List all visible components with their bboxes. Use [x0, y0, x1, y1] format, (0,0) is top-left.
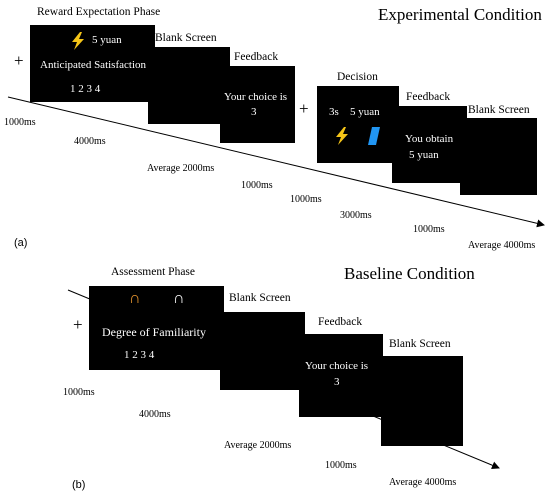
feedback-1-line1: Your choice is — [224, 91, 288, 103]
timing-label: Average 2000ms — [224, 440, 292, 451]
second-fixation-cross: + — [299, 99, 309, 118]
blank-screen-1 — [148, 47, 230, 124]
rating-scale: 1 2 3 4 — [70, 83, 101, 95]
feedback-b-label: Feedback — [318, 316, 363, 328]
assessment-phase-label: Assessment Phase — [111, 266, 196, 278]
panel-b-letter: (b) — [72, 479, 86, 491]
timing-label: 1000ms — [290, 194, 322, 205]
panel-a-letter: (a) — [14, 237, 28, 249]
feedback-b-line2: 3 — [334, 376, 340, 388]
blank-screen-2 — [460, 118, 537, 195]
decision-timer: 3s — [329, 106, 339, 118]
blank-screen-b1-label: Blank Screen — [229, 292, 291, 304]
timing-label: 4000ms — [74, 136, 106, 147]
blue-bar-icon — [368, 127, 380, 145]
feedback-screen-b: Your choice is 3 — [299, 334, 383, 417]
feedback-screen-2: You obtain 5 yuan — [392, 106, 467, 183]
feedback-screen-1: Your choice is 3 — [220, 66, 295, 143]
lightning-bolt-icon — [72, 32, 84, 50]
blank-screen-2-label: Blank Screen — [468, 104, 530, 116]
rating-scale: 1 2 3 4 — [124, 349, 155, 361]
reward-expectation-screen: 5 yuan Anticipated Satisfaction 1 2 3 4 — [30, 25, 155, 102]
decision-label: Decision — [337, 71, 378, 83]
timing-label: 1000ms — [241, 180, 273, 191]
white-symbol: ∩ — [173, 290, 185, 307]
feedback-1-line2: 3 — [251, 106, 257, 118]
decision-screen: 3s 5 yuan — [317, 86, 399, 163]
assessment-screen: ∩ ∩ Degree of Familiarity 1 2 3 4 — [89, 286, 224, 370]
feedback-2-label: Feedback — [406, 91, 451, 103]
timing-label: 4000ms — [139, 409, 171, 420]
blank-screen-b1 — [220, 312, 305, 390]
timing-label: 1000ms — [4, 117, 36, 128]
blank-screen-b2-label: Blank Screen — [389, 338, 451, 350]
feedback-2-line2: 5 yuan — [409, 149, 439, 161]
timing-label: Average 4000ms — [389, 477, 457, 488]
timing-label: Average 4000ms — [468, 240, 536, 251]
feedback-b-line1: Your choice is — [305, 360, 369, 372]
anticipated-satisfaction-question: Anticipated Satisfaction — [40, 59, 146, 71]
panel-a-title: Experimental Condition — [378, 5, 542, 24]
decision-amount: 5 yuan — [350, 106, 380, 118]
timing-label: 1000ms — [63, 387, 95, 398]
timing-label: 3000ms — [340, 210, 372, 221]
feedback-2-line1: You obtain — [405, 133, 454, 145]
blank-screen-b2 — [381, 356, 463, 446]
fixation-cross: + — [73, 315, 83, 334]
timing-label: 1000ms — [413, 224, 445, 235]
familiarity-question: Degree of Familiarity — [102, 325, 206, 339]
blank-screen-1-label: Blank Screen — [155, 32, 217, 44]
reward-amount: 5 yuan — [92, 34, 122, 46]
panel-b-title: Baseline Condition — [344, 264, 475, 283]
feedback-1-label: Feedback — [234, 51, 279, 63]
reward-expectation-phase-label: Reward Expectation Phase — [37, 6, 161, 18]
fixation-cross: + — [14, 51, 24, 70]
timing-label: Average 2000ms — [147, 163, 215, 174]
timing-label: 1000ms — [325, 460, 357, 471]
orange-symbol: ∩ — [129, 290, 141, 307]
lightning-bolt-icon — [336, 127, 348, 145]
